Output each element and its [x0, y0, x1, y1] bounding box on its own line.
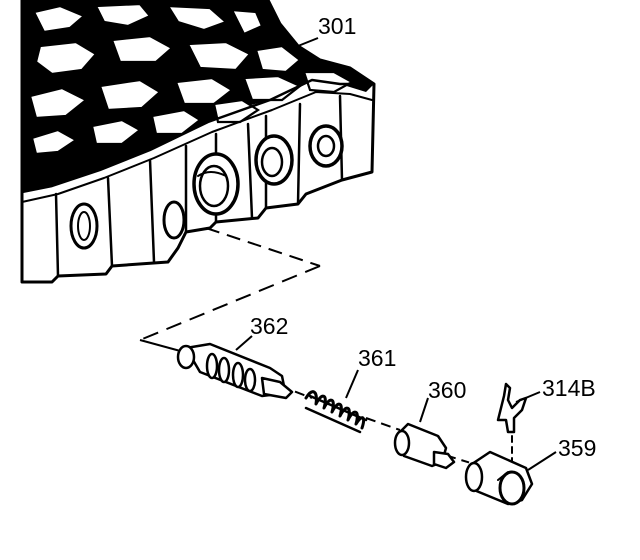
sleeve-360 [393, 422, 456, 470]
label-360: 360 [428, 377, 466, 403]
label-359: 359 [558, 435, 596, 461]
retainer-clip-314b [496, 382, 528, 463]
label-314b: 314B [542, 375, 596, 401]
spring-361 [304, 390, 368, 434]
valve-362 [176, 342, 294, 400]
valve-body-housing [20, 0, 376, 284]
plug-359 [464, 450, 534, 506]
label-301: 301 [318, 13, 356, 39]
label-362: 362 [250, 313, 288, 339]
callout-leaders [235, 37, 557, 471]
label-361: 361 [358, 345, 396, 371]
